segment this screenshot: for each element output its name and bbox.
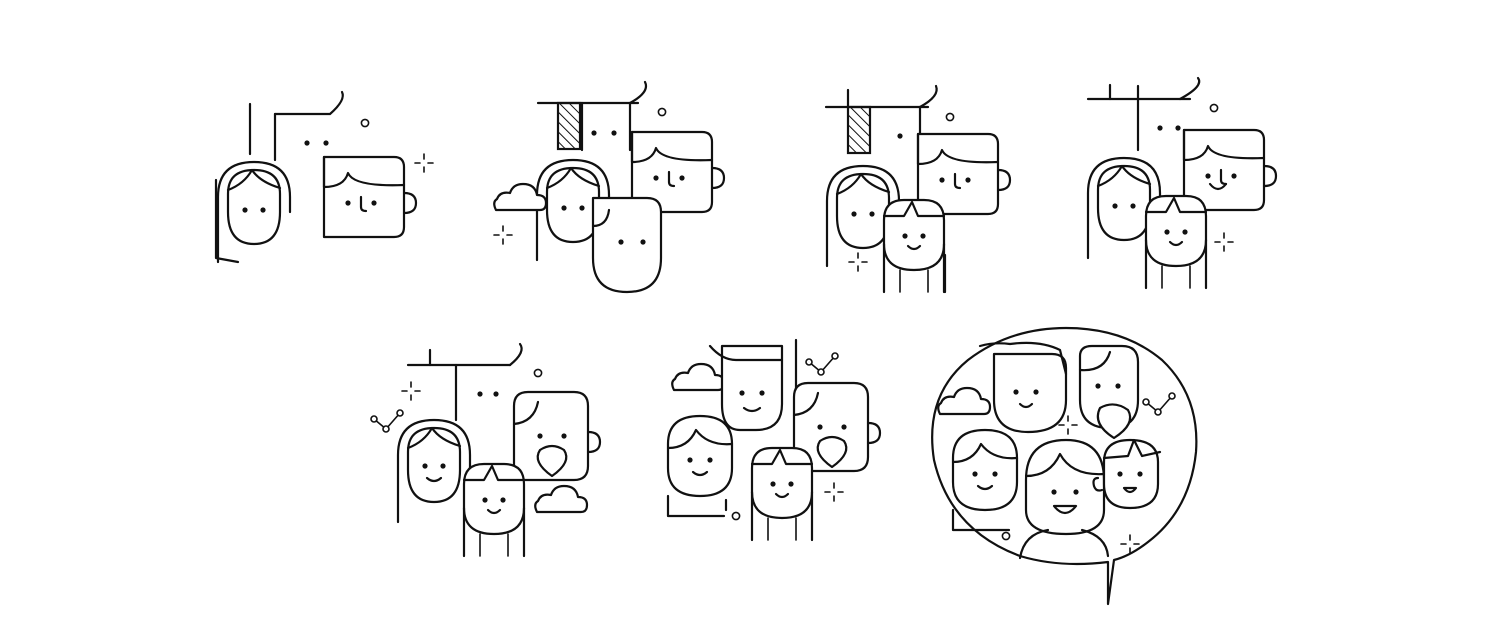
people-group-icon-1 [214,90,434,264]
people-group-icon-7 [931,326,1198,606]
people-group-icon-5 [370,342,602,558]
speech-bubble-icon [931,326,1198,606]
people-group-icon-4 [1086,76,1278,290]
people-group-icon-3 [824,84,1012,294]
people-group-icon-2 [493,80,726,294]
people-group-icon-6 [666,338,882,542]
